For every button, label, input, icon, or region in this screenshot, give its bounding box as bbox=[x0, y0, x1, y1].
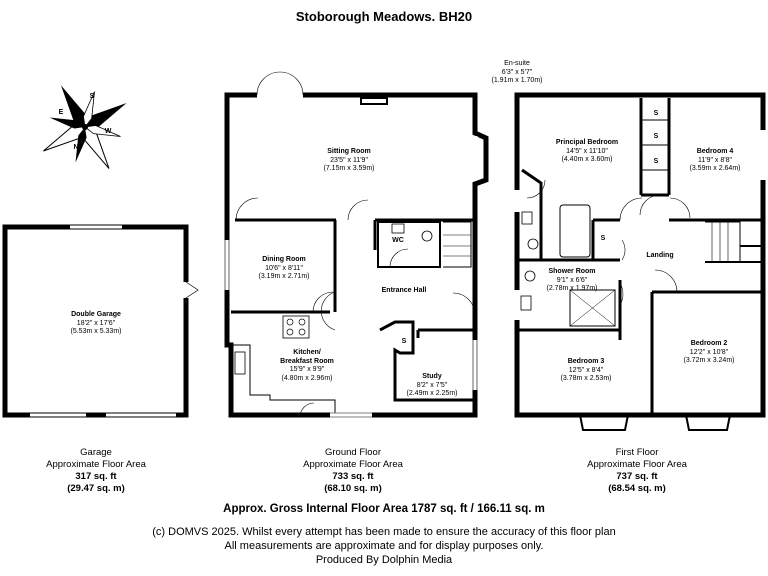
room-dimensions-metric: (2.49m x 2.25m) bbox=[406, 390, 458, 397]
room-dimensions-imperial: 15'9" x 9'9" bbox=[289, 366, 325, 373]
room-dimensions-imperial: 12'5" x 8'4" bbox=[568, 366, 604, 374]
room-dimensions-imperial: 14'5" x 11'10" bbox=[566, 147, 608, 155]
floor-area-sqft: 737 sq. ft bbox=[616, 471, 658, 482]
floor-area-label: Approximate Floor Area bbox=[587, 459, 687, 470]
floor-area-label: Approximate Floor Area bbox=[303, 459, 403, 470]
room-label-landing: Landing bbox=[646, 252, 673, 261]
room-label-principal-bedroom: Principal Bedroom 14'5" x 11'10" (4.40m … bbox=[556, 139, 618, 165]
ground-floor-plan bbox=[224, 71, 489, 418]
room-name: Kitchen/ bbox=[293, 349, 321, 356]
room-name: Double Garage bbox=[71, 311, 121, 318]
room-name: Study bbox=[422, 373, 442, 380]
floor-area-ground: Ground Floor Approximate Floor Area 733 … bbox=[303, 447, 403, 495]
room-name: En-suite bbox=[504, 60, 530, 67]
room-name: Bedroom 4 bbox=[696, 148, 734, 155]
disclaimer-line-1: (c) DOMVS 2025. Whilst every attempt has… bbox=[152, 526, 616, 538]
room-dimensions-metric: (2.78m x 1.97m) bbox=[546, 285, 598, 292]
floor-name: Ground Floor bbox=[325, 447, 381, 458]
floor-area-first: First Floor Approximate Floor Area 737 s… bbox=[587, 447, 687, 495]
gross-floor-area: Approx. Gross Internal Floor Area 1787 s… bbox=[223, 503, 545, 515]
room-name: Bedroom 3 bbox=[567, 358, 605, 365]
floor-area-garage: Garage Approximate Floor Area 317 sq. ft… bbox=[46, 447, 146, 495]
room-name: WC bbox=[392, 237, 404, 244]
room-dimensions-metric: (4.40m x 3.60m) bbox=[561, 156, 613, 163]
room-dimensions-imperial: 9'1" x 6'6" bbox=[556, 276, 588, 284]
room-name: Shower Room bbox=[548, 268, 596, 275]
room-dimensions-imperial: 10'6" x 8'11" bbox=[265, 264, 303, 272]
room-label-study: Study 8'2" x 7'5" (2.49m x 2.25m) bbox=[407, 373, 458, 399]
room-dimensions-metric: (1.91m x 1.70m) bbox=[491, 77, 543, 84]
floor-area-sqm: (68.54 sq. m) bbox=[608, 483, 666, 494]
room-dimensions-imperial: 23'5" x 11'9" bbox=[330, 156, 368, 164]
storage-label: S bbox=[653, 110, 659, 117]
room-label-dining-room: Dining Room 10'6" x 8'11" (3.19m x 2.71m… bbox=[259, 256, 310, 282]
compass-rose bbox=[43, 85, 127, 169]
disclaimer-line-2: All measurements are approximate and for… bbox=[224, 540, 544, 552]
room-label-kitchen: Kitchen/ Breakfast Room 15'9" x 9'9" (4.… bbox=[280, 349, 334, 383]
room-dimensions-imperial: 18'2" x 17'6" bbox=[76, 319, 116, 327]
plan-title: Stoborough Meadows. BH20 bbox=[295, 9, 473, 24]
room-dimensions-imperial: 6'3" x 5'7" bbox=[501, 68, 533, 76]
room-name: Sitting Room bbox=[327, 148, 371, 155]
storage-label: S bbox=[401, 338, 407, 345]
floor-area-sqm: (68.10 sq. m) bbox=[324, 483, 382, 494]
room-dimensions-imperial: 11'9" x 8'8" bbox=[698, 156, 732, 164]
floor-area-label: Approximate Floor Area bbox=[46, 459, 146, 470]
room-dimensions-metric: (3.59m x 2.64m) bbox=[689, 165, 741, 172]
compass-label-n: N bbox=[73, 144, 79, 151]
room-label-wc: WC bbox=[392, 237, 404, 246]
room-label-bedroom-3: Bedroom 3 12'5" x 8'4" (3.78m x 2.53m) bbox=[561, 358, 612, 384]
storage-label: S bbox=[653, 158, 659, 165]
first-floor-plan bbox=[514, 92, 766, 431]
room-dimensions-metric: (3.72m x 3.24m) bbox=[683, 357, 735, 364]
room-name: Dining Room bbox=[262, 256, 306, 263]
room-dimensions-metric: (3.78m x 2.53m) bbox=[560, 375, 612, 382]
storage-label: S bbox=[653, 133, 659, 140]
room-label-entrance-hall: Entrance Hall bbox=[382, 287, 427, 296]
compass-label-s: S bbox=[89, 93, 95, 100]
room-label-shower-room: Shower Room 9'1" x 6'6" (2.78m x 1.97m) bbox=[547, 268, 598, 294]
room-name: Bedroom 2 bbox=[690, 340, 728, 347]
floor-name: Garage bbox=[80, 447, 112, 458]
room-label-ensuite: En-suite 6'3" x 5'7" (1.91m x 1.70m) bbox=[492, 60, 543, 86]
floor-area-sqm: (29.47 sq. m) bbox=[67, 483, 125, 494]
compass-label-e: E bbox=[58, 109, 64, 116]
room-dimensions-metric: (7.15m x 3.59m) bbox=[323, 165, 375, 172]
floor-area-sqft: 733 sq. ft bbox=[332, 471, 374, 482]
room-label-bedroom-4: Bedroom 4 11'9" x 8'8" (3.59m x 2.64m) bbox=[690, 148, 741, 174]
compass-label-w: W bbox=[104, 128, 112, 135]
garage-plan bbox=[2, 224, 199, 418]
floor-name: First Floor bbox=[615, 447, 659, 458]
room-name: Breakfast Room bbox=[280, 357, 334, 365]
room-label-bedroom-2: Bedroom 2 12'2" x 10'8" (3.72m x 3.24m) bbox=[684, 340, 735, 366]
room-dimensions-metric: (4.80m x 2.96m) bbox=[281, 374, 333, 382]
producer-credit: Produced By Dolphin Media bbox=[315, 554, 453, 566]
room-dimensions-metric: (5.53m x 5.33m) bbox=[70, 328, 122, 335]
room-name: Entrance Hall bbox=[381, 287, 427, 294]
storage-label: S bbox=[600, 235, 606, 242]
room-name: Landing bbox=[646, 252, 674, 259]
room-name: Principal Bedroom bbox=[555, 139, 619, 146]
room-dimensions-imperial: 8'2" x 7'5" bbox=[416, 381, 448, 389]
room-label-sitting-room: Sitting Room 23'5" x 11'9" (7.15m x 3.59… bbox=[324, 148, 375, 174]
room-label-double-garage: Double Garage 18'2" x 17'6" (5.53m x 5.3… bbox=[71, 311, 122, 337]
room-dimensions-metric: (3.19m x 2.71m) bbox=[258, 273, 310, 280]
floor-area-sqft: 317 sq. ft bbox=[75, 471, 117, 482]
room-dimensions-imperial: 12'2" x 10'8" bbox=[689, 348, 729, 356]
